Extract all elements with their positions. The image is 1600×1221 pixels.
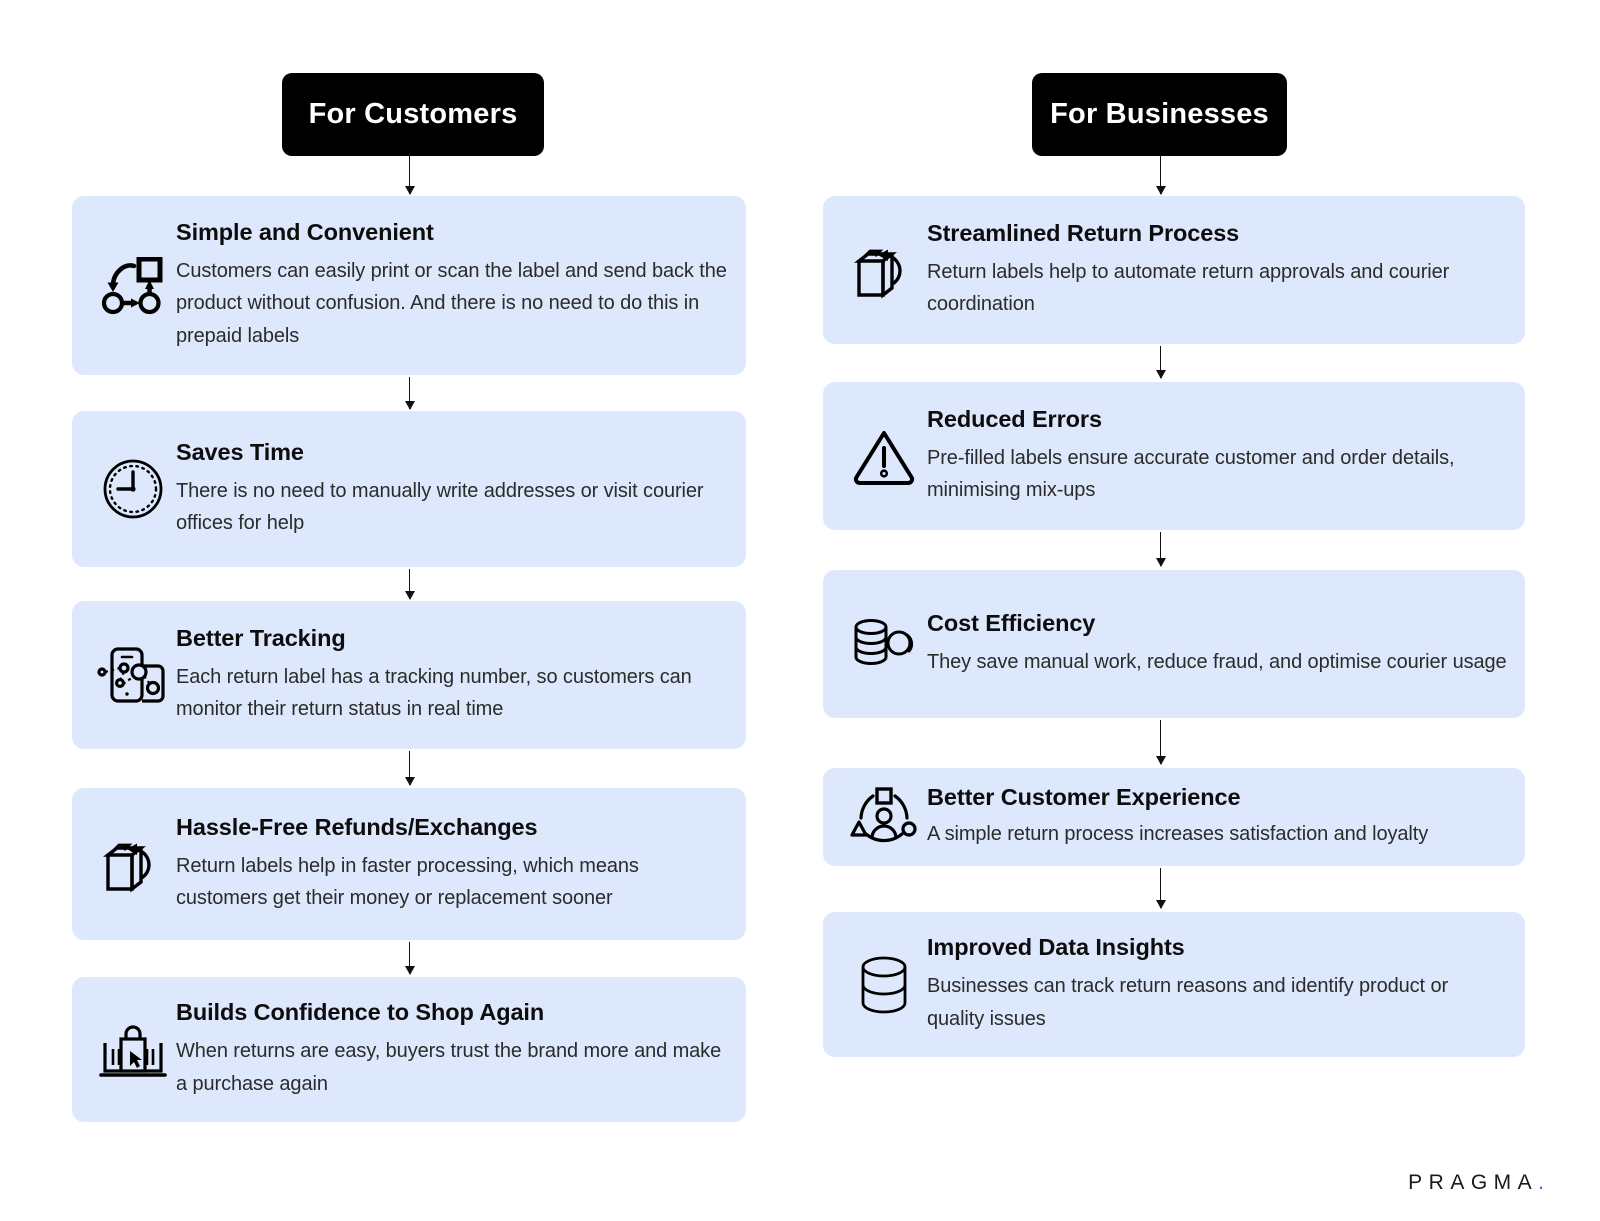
card-title: Saves Time (176, 438, 304, 465)
connector-arrow-left-2 (404, 569, 415, 600)
connector-arrow-left-3 (404, 751, 415, 786)
card-title: Builds Confidence to Shop Again (176, 999, 545, 1026)
connector-arrow-right-4 (1155, 868, 1166, 909)
card-saves-time: Saves Time There is no need to manually … (72, 411, 746, 567)
card-body: Simple and Convenient Customers can easi… (176, 219, 746, 352)
brand-logo-text: PRAGMA (1408, 1171, 1539, 1194)
card-body: Better Customer Experience A simple retu… (927, 784, 1525, 850)
card-cost-efficiency: Cost Efficiency They save manual work, r… (823, 570, 1525, 718)
shopping-bag-laptop-icon (90, 1013, 176, 1087)
brand-logo: PRAGMA. (1408, 1171, 1544, 1195)
return-box-icon (841, 233, 927, 307)
card-description: A simple return process increases satisf… (927, 822, 1429, 845)
warning-triangle-icon (841, 419, 927, 493)
card-body: Improved Data Insights Businesses can tr… (927, 934, 1525, 1035)
card-title: Cost Efficiency (927, 609, 1096, 636)
card-title: Simple and Convenient (176, 218, 434, 245)
card-body: Saves Time There is no need to manually … (176, 439, 746, 540)
return-flow-icon (90, 249, 176, 323)
card-description: Return labels help in faster processing,… (176, 854, 639, 909)
clock-icon (90, 452, 176, 526)
card-simple-and-convenient: Simple and Convenient Customers can easi… (72, 196, 746, 375)
coins-stack-icon (841, 607, 927, 681)
card-title: Better Customer Experience (927, 783, 1241, 810)
card-description: There is no need to manually write addre… (176, 479, 704, 534)
card-better-customer-experience: Better Customer Experience A simple retu… (823, 768, 1525, 866)
card-hassle-free-refunds: Hassle-Free Refunds/Exchanges Return lab… (72, 788, 746, 940)
card-title: Streamlined Return Process (927, 219, 1240, 246)
card-description: Businesses can track return reasons and … (927, 975, 1449, 1030)
column-header-businesses: For Businesses (1032, 73, 1287, 156)
card-title: Hassle-Free Refunds/Exchanges (176, 813, 538, 840)
card-description: Pre-filled labels ensure accurate custom… (927, 446, 1455, 501)
customer-experience-icon (841, 780, 927, 854)
card-description: Return labels help to automate return ap… (927, 260, 1450, 315)
card-builds-confidence: Builds Confidence to Shop Again When ret… (72, 977, 746, 1122)
brand-logo-dot: . (1538, 1171, 1544, 1194)
card-body: Streamlined Return Process Return labels… (927, 220, 1525, 321)
connector-arrow-left-4 (404, 942, 415, 975)
connector-arrow-right-header (1155, 156, 1166, 195)
card-better-tracking: Better Tracking Each return label has a … (72, 601, 746, 749)
column-header-customers: For Customers (282, 73, 544, 156)
card-description: They save manual work, reduce fraud, and… (927, 650, 1507, 673)
card-description: Each return label has a tracking number,… (176, 665, 692, 720)
card-description: Customers can easily print or scan the l… (176, 259, 727, 347)
mobile-tracking-icon (90, 638, 176, 712)
connector-arrow-right-1 (1155, 346, 1166, 379)
card-body: Cost Efficiency They save manual work, r… (927, 610, 1525, 678)
database-icon (841, 948, 927, 1022)
connector-arrow-left-1 (404, 377, 415, 410)
card-description: When returns are easy, buyers trust the … (176, 1040, 722, 1095)
connector-arrow-left-header (404, 156, 415, 195)
card-body: Hassle-Free Refunds/Exchanges Return lab… (176, 814, 746, 915)
return-box-icon (90, 827, 176, 901)
card-title: Reduced Errors (927, 405, 1102, 432)
card-title: Better Tracking (176, 624, 346, 651)
card-body: Better Tracking Each return label has a … (176, 625, 746, 726)
card-title: Improved Data Insights (927, 934, 1185, 961)
card-reduced-errors: Reduced Errors Pre-filled labels ensure … (823, 382, 1525, 530)
connector-arrow-right-3 (1155, 720, 1166, 765)
card-body: Builds Confidence to Shop Again When ret… (176, 999, 746, 1100)
card-improved-data-insights: Improved Data Insights Businesses can tr… (823, 912, 1525, 1057)
connector-arrow-right-2 (1155, 532, 1166, 567)
card-body: Reduced Errors Pre-filled labels ensure … (927, 406, 1525, 507)
card-streamlined-return-process: Streamlined Return Process Return labels… (823, 196, 1525, 344)
